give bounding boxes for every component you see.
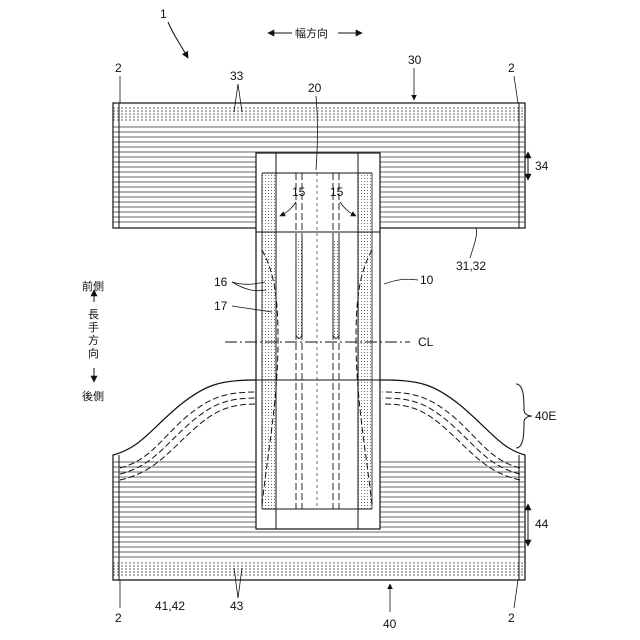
label-center-line: CL xyxy=(418,335,434,349)
label-front-belt-elastics: 33 xyxy=(230,69,244,83)
longitudinal-direction-indicator: 前側 長手方向 後側 xyxy=(82,279,104,403)
label-rear-belt-elastics: 43 xyxy=(230,599,244,613)
svg-text:向: 向 xyxy=(88,346,99,360)
label-inner-wall-left: 15 xyxy=(292,185,306,199)
label-absorbent-core: 20 xyxy=(308,81,322,95)
width-direction-indicator: 幅方向 xyxy=(268,26,362,40)
label-inner-wall-right: 15 xyxy=(330,185,344,199)
label-rear-side: 後側 xyxy=(82,389,104,403)
label-leg-gather-16: 16 xyxy=(214,275,228,289)
label-longitudinal-direction: 長手方向 xyxy=(88,308,99,360)
label-rear-extension: 40E xyxy=(535,409,556,423)
svg-text:方: 方 xyxy=(88,333,99,347)
label-side-edge-top-right: 2 xyxy=(508,61,515,75)
svg-text:長: 長 xyxy=(88,308,99,321)
label-front-belt-layers: 31,32 xyxy=(456,259,486,273)
label-width-direction: 幅方向 xyxy=(295,26,328,40)
label-front-belt: 30 xyxy=(408,53,422,67)
label-side-edge-bottom-left: 2 xyxy=(115,611,122,625)
label-absorbent-main-body: 10 xyxy=(420,273,434,287)
label-leg-gather-17: 17 xyxy=(214,299,228,313)
svg-text:手: 手 xyxy=(88,320,99,334)
label-side-edge-bottom-right: 2 xyxy=(508,611,515,625)
label-rear-overlap-width: 44 xyxy=(535,517,549,531)
label-front-overlap-width: 34 xyxy=(535,159,549,173)
label-front-side: 前側 xyxy=(82,279,104,293)
label-fig-ref: 1 xyxy=(160,7,167,21)
label-side-edge-top-left: 2 xyxy=(115,61,122,75)
label-rear-belt-layers: 41,42 xyxy=(155,599,185,613)
label-rear-belt: 40 xyxy=(383,617,397,631)
absorbent-main-body xyxy=(256,153,380,529)
